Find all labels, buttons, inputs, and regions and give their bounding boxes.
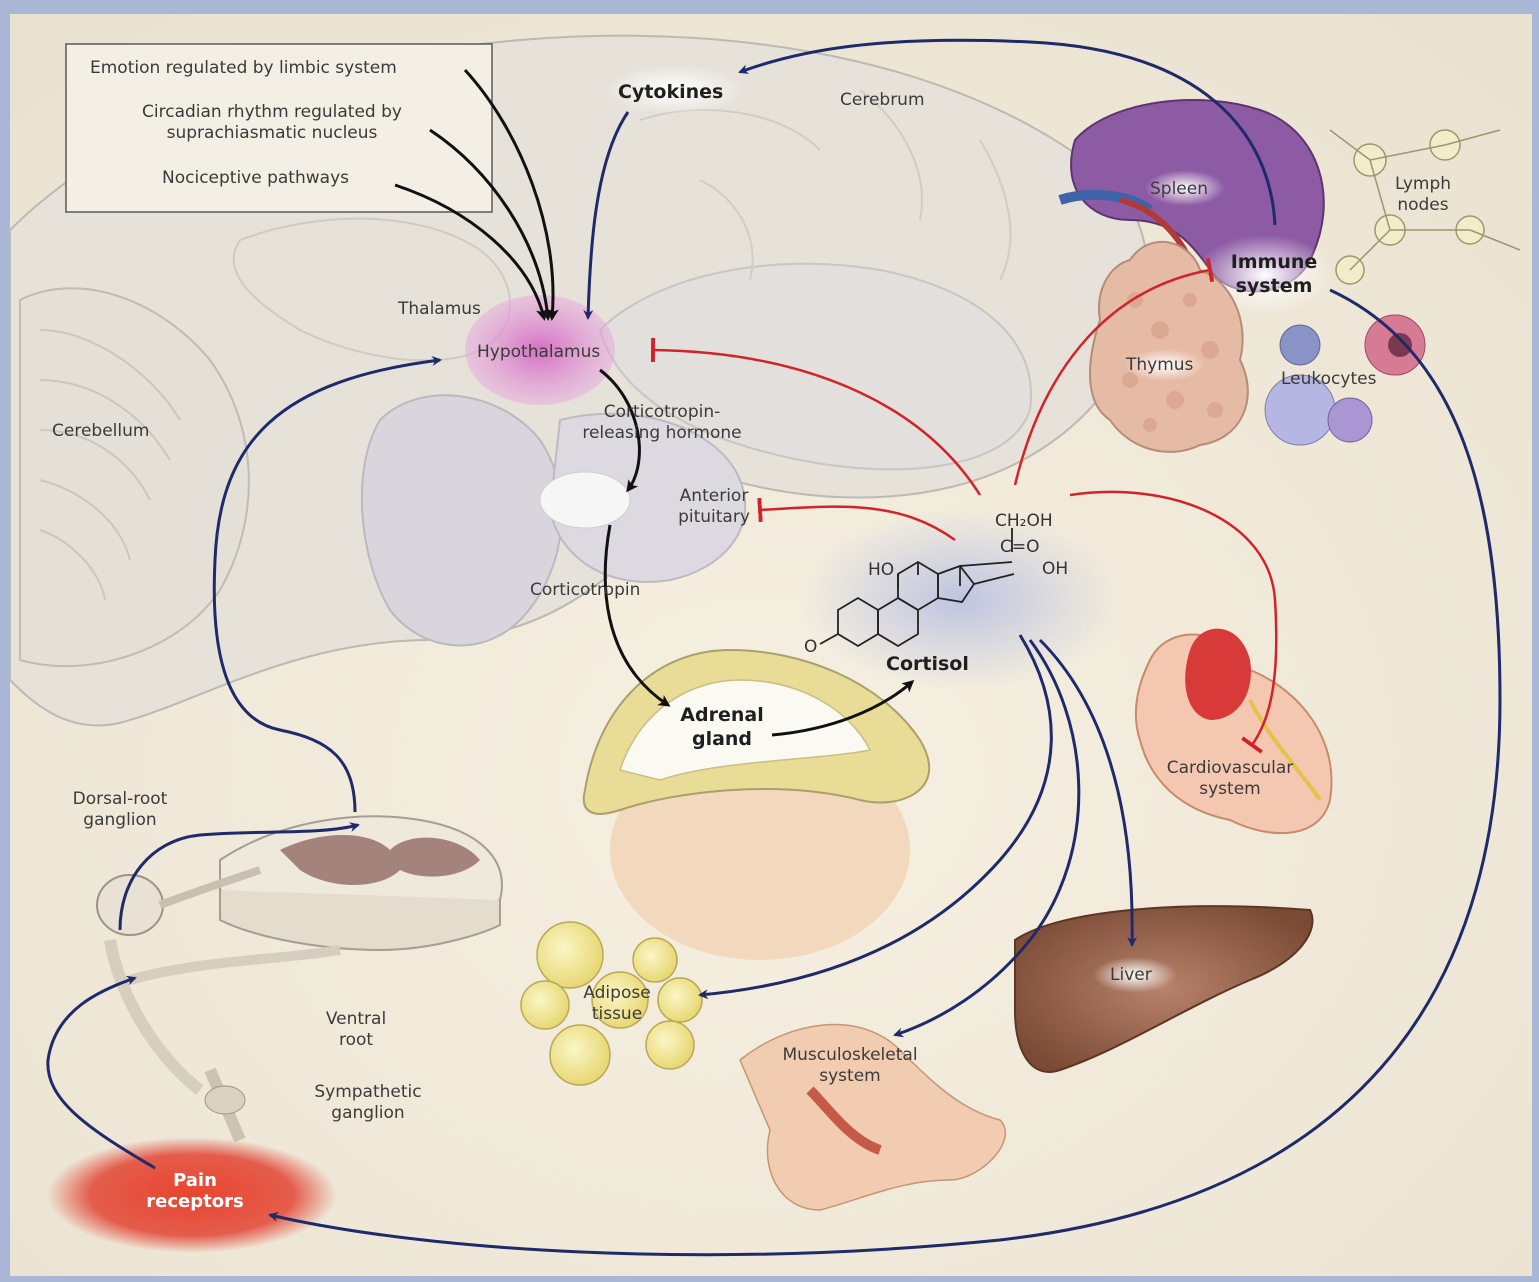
label-lymph-nodes: Lymph nodes bbox=[1388, 174, 1458, 216]
label-sympathetic: Sympathetic ganglion bbox=[302, 1082, 434, 1124]
label-ventral-root: Ventral root bbox=[318, 1009, 394, 1051]
label-crh: Corticotropin-releasing hormone bbox=[574, 402, 750, 444]
chem-carbonyl: C=O bbox=[1000, 537, 1040, 557]
label-adrenal-gland: Adrenal gland bbox=[672, 703, 772, 751]
label-spleen: Spleen bbox=[1150, 179, 1208, 200]
label-anterior-pituitary: Anterior pituitary bbox=[668, 486, 760, 528]
label-immune-system: Immune system bbox=[1222, 250, 1326, 298]
label-pain-receptors: Pain receptors bbox=[140, 1170, 250, 1212]
label-leukocytes: Leukocytes bbox=[1281, 369, 1376, 390]
pituitary-shape bbox=[540, 472, 630, 528]
label-thymus: Thymus bbox=[1126, 355, 1193, 376]
label-liver: Liver bbox=[1110, 965, 1152, 986]
legend-item-emotion: Emotion regulated by limbic system bbox=[90, 58, 397, 79]
label-thalamus: Thalamus bbox=[398, 299, 481, 320]
label-cerebrum: Cerebrum bbox=[840, 90, 925, 111]
label-cortisol: Cortisol bbox=[886, 652, 969, 676]
label-adipose: Adipose tissue bbox=[572, 983, 662, 1025]
legend-item-circadian: Circadian rhythm regulated by suprachias… bbox=[112, 102, 432, 144]
chem-ho: HO bbox=[868, 560, 894, 580]
chem-ch2oh: CH₂OH bbox=[995, 511, 1053, 531]
chem-o: O bbox=[804, 637, 817, 657]
label-dorsal-root: Dorsal-root ganglion bbox=[58, 789, 182, 831]
label-hypothalamus: Hypothalamus bbox=[477, 342, 600, 363]
label-corticotropin: Corticotropin bbox=[530, 580, 640, 601]
label-cerebellum: Cerebellum bbox=[52, 421, 149, 442]
legend-item-nociceptive: Nociceptive pathways bbox=[162, 168, 349, 189]
label-cytokines: Cytokines bbox=[618, 80, 723, 104]
label-musculoskeletal: Musculoskeletal system bbox=[760, 1045, 940, 1087]
chem-oh: OH bbox=[1042, 559, 1068, 579]
label-cardiovascular: Cardiovascular system bbox=[1150, 758, 1310, 800]
